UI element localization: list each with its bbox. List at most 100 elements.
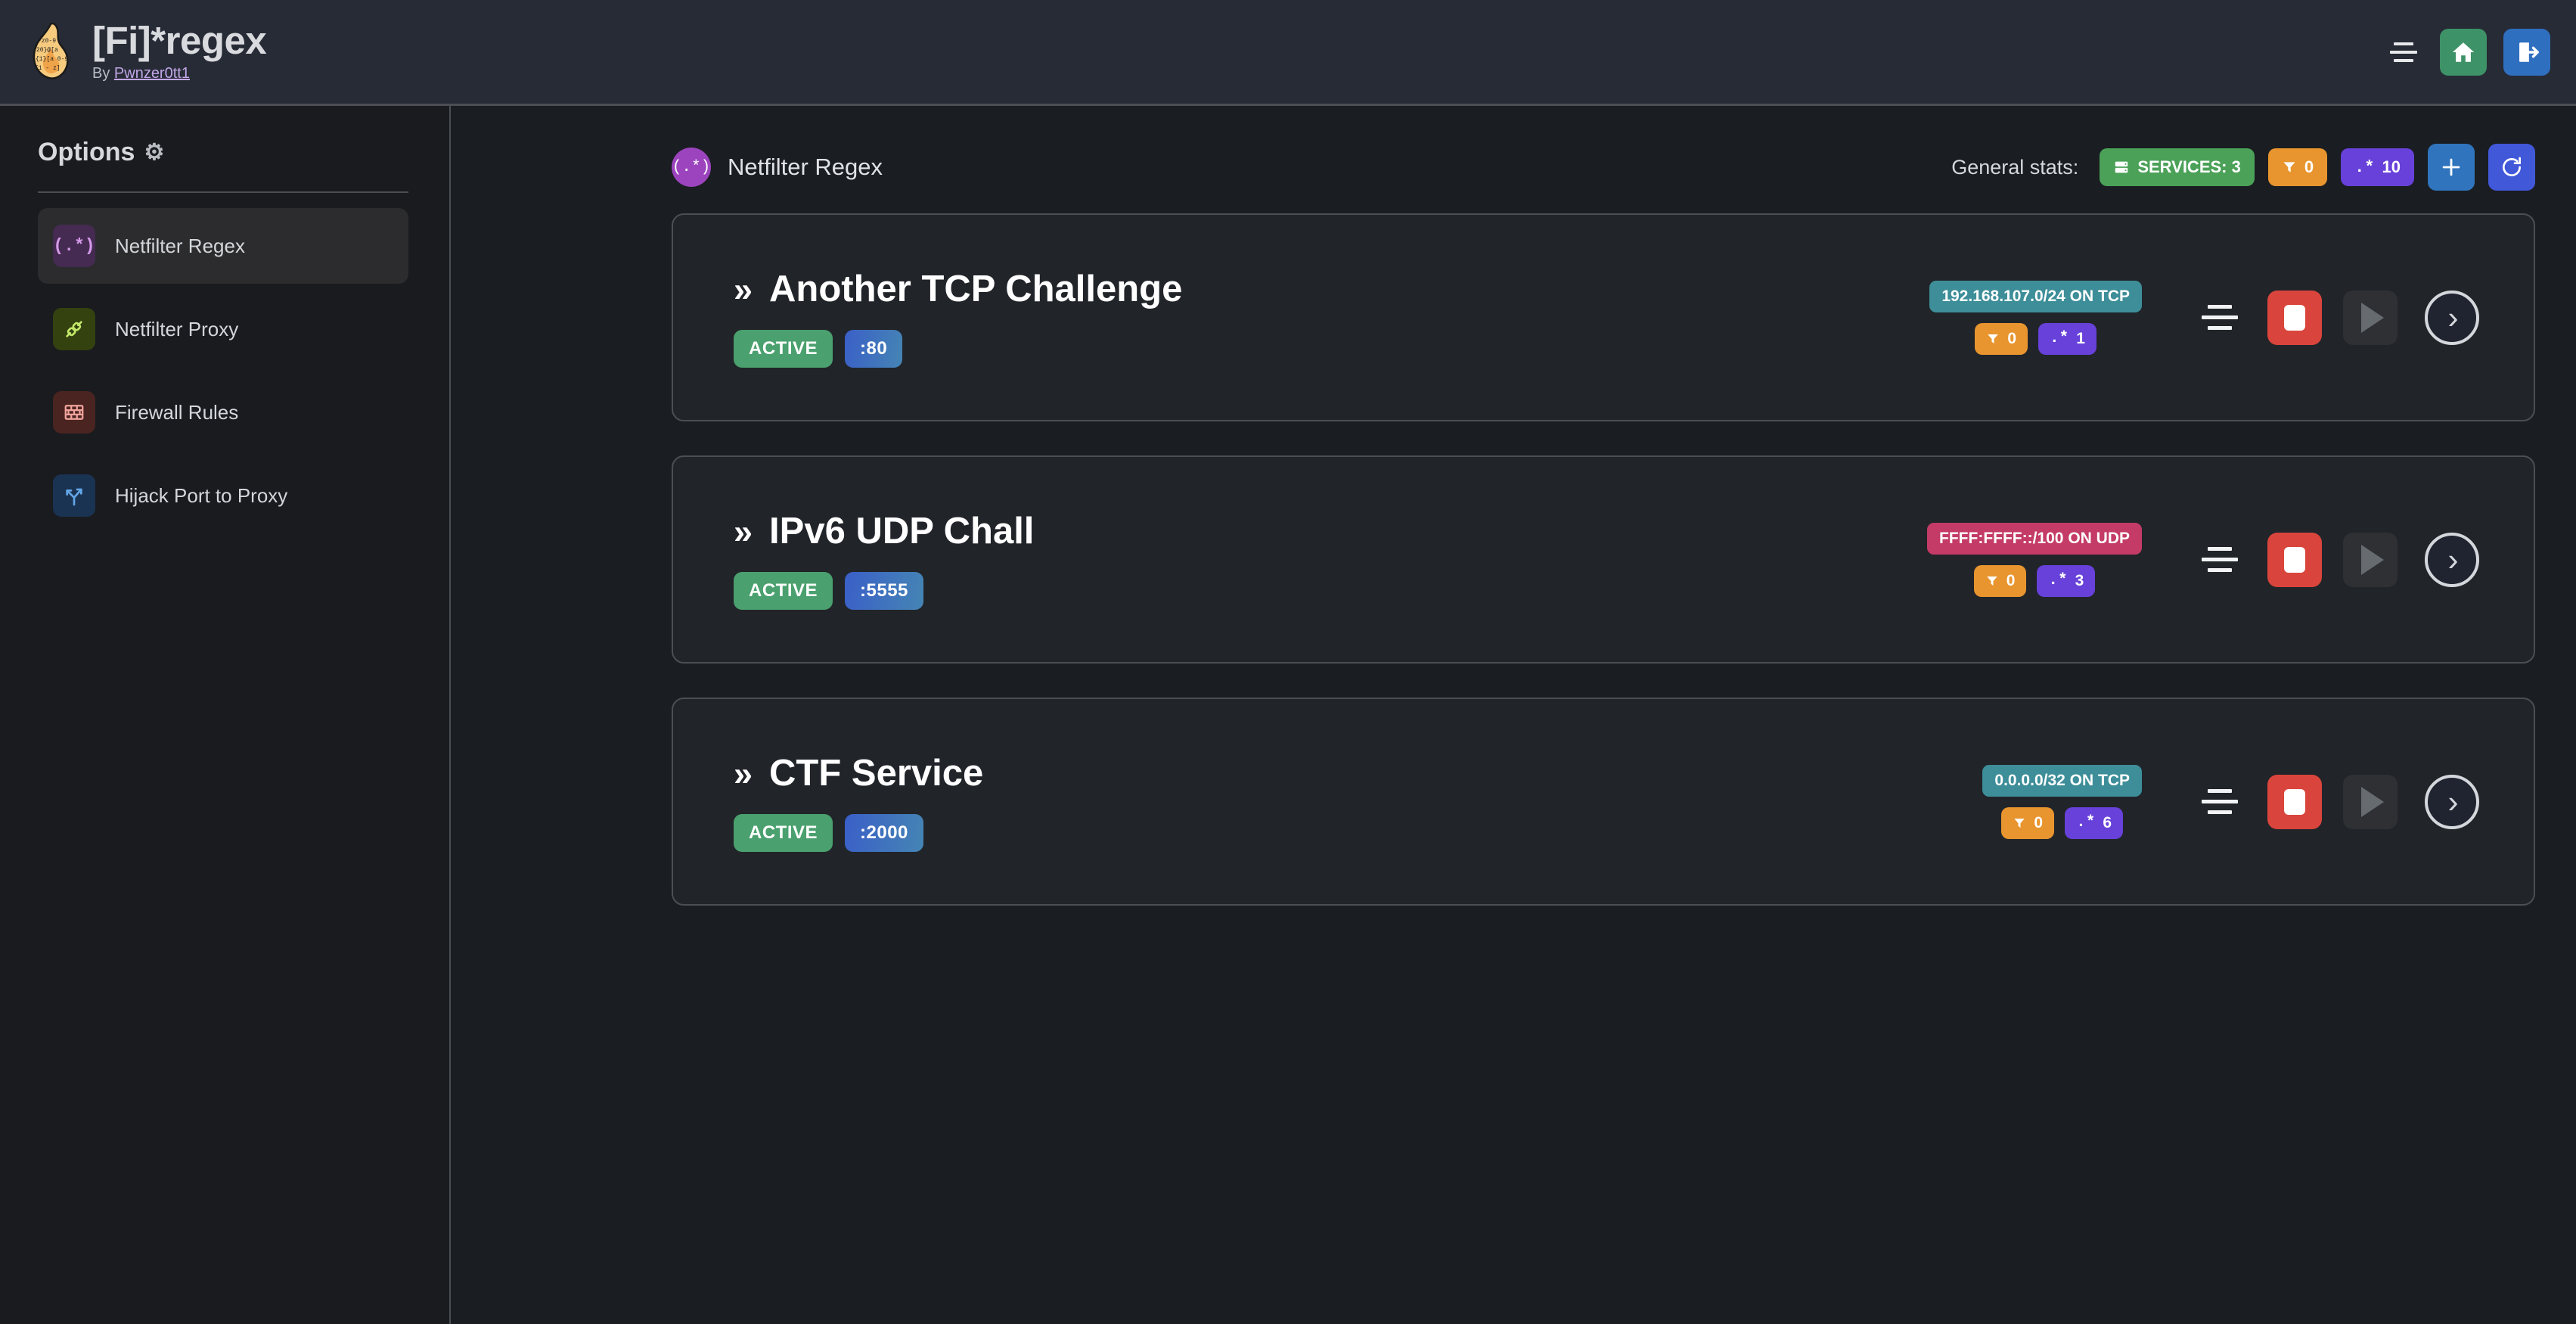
refresh-button[interactable]	[2488, 144, 2535, 191]
align-center-icon[interactable]	[2193, 547, 2246, 572]
sidebar-item-netfilter-regex[interactable]: (.*) Netfilter Regex	[38, 208, 408, 284]
service-badges: ACTIVE :80	[734, 329, 1182, 368]
service-network-stats: 0.0.0.0/32 ON TCP 0 .* 6	[1982, 764, 2142, 839]
align-line	[2208, 810, 2232, 814]
service-controls: 192.168.107.0/24 ON TCP 0 .* 1	[1929, 280, 2534, 355]
plug-icon	[53, 308, 95, 350]
brick-wall-icon	[53, 391, 95, 434]
status-badge: ACTIVE	[734, 571, 833, 610]
logout-button[interactable]	[2503, 28, 2550, 76]
service-info: » CTF Service ACTIVE :2000	[673, 752, 983, 852]
hamburger-icon[interactable]	[2384, 33, 2423, 72]
align-line	[2208, 789, 2232, 793]
service-detail-button[interactable]: ›	[2425, 532, 2479, 587]
stop-icon	[2284, 304, 2305, 331]
sidebar-item-netfilter-proxy[interactable]: Netfilter Proxy	[38, 291, 408, 367]
main-header: (.*) Netfilter Regex General stats: SERV…	[452, 106, 2576, 191]
sidebar-item-hijack-port-to-proxy[interactable]: Hijack Port to Proxy	[38, 458, 408, 533]
hamburger-line	[2394, 42, 2413, 45]
network-badge: 192.168.107.0/24 ON TCP	[1929, 280, 2142, 312]
sidebar-title-row: Options ⚙	[38, 138, 408, 167]
add-service-button[interactable]	[2428, 144, 2475, 191]
stop-button[interactable]	[2267, 774, 2322, 829]
page-title: Netfilter Regex	[728, 154, 883, 180]
port-badge: :2000	[845, 813, 923, 852]
sidebar-item-label: Netfilter Regex	[115, 234, 245, 257]
service-detail-button[interactable]: ›	[2425, 774, 2479, 829]
stop-button[interactable]	[2267, 290, 2322, 345]
sidebar-title: Options	[38, 138, 135, 166]
double-chevron-icon: »	[734, 754, 753, 793]
sidebar-item-label: Hijack Port to Proxy	[115, 483, 288, 507]
funnel-icon	[1985, 574, 1999, 588]
sidebar: Options ⚙ (.*) Netfilter Regex Netfilter…	[0, 106, 451, 1324]
status-badge: ACTIVE	[734, 329, 833, 368]
play-button[interactable]	[2343, 774, 2398, 829]
status-badge: ACTIVE	[734, 813, 833, 852]
sidebar-item-label: Netfilter Proxy	[115, 317, 239, 340]
play-icon	[2361, 302, 2384, 333]
home-button[interactable]	[2440, 28, 2487, 76]
chevron-right-icon: ›	[2447, 299, 2459, 335]
service-title: » IPv6 UDP Chall	[734, 510, 1034, 552]
service-regexes-count: 3	[2075, 571, 2084, 589]
sidebar-item-label: Firewall Rules	[115, 400, 239, 424]
align-center-icon[interactable]	[2193, 789, 2246, 814]
regex-small-icon: .*	[2076, 814, 2096, 831]
svg-text:{1 - z]: {1 - z]	[35, 65, 61, 72]
service-regexes-count: 1	[2076, 329, 2085, 347]
stop-button[interactable]	[2267, 532, 2322, 587]
stop-icon	[2284, 546, 2305, 573]
stat-regexes-badge: .* 10	[2341, 148, 2414, 186]
refresh-icon	[2500, 155, 2524, 179]
service-card[interactable]: » IPv6 UDP Chall ACTIVE :5555 FFFF:FFFF:…	[672, 455, 2535, 664]
regex-small-icon: .*	[2050, 330, 2069, 347]
chevron-right-icon: ›	[2447, 783, 2459, 819]
service-title: » CTF Service	[734, 752, 983, 794]
server-icon	[2113, 159, 2130, 176]
main-content: (.*) Netfilter Regex General stats: SERV…	[452, 106, 2576, 1324]
stat-filters-text: 0	[2304, 157, 2314, 176]
align-center-icon[interactable]	[2193, 305, 2246, 330]
align-line	[2208, 326, 2232, 330]
align-line	[2202, 558, 2238, 561]
funnel-icon	[2013, 816, 2026, 830]
stat-services-text: SERVICES: 3	[2137, 157, 2241, 176]
general-stats: General stats: SERVICES: 3	[1951, 144, 2535, 191]
stop-icon	[2284, 788, 2305, 815]
service-list: » Another TCP Challenge ACTIVE :80 192.1…	[452, 191, 2576, 906]
home-icon	[2450, 39, 2476, 65]
author-link[interactable]: Pwnzer0tt1	[113, 65, 190, 82]
regex-small-icon: .*	[2354, 157, 2375, 177]
port-badge: :80	[845, 329, 903, 368]
service-filters-badge: 0	[2001, 807, 2055, 839]
funnel-icon	[1986, 332, 2000, 346]
service-name: CTF Service	[769, 752, 984, 794]
logout-icon	[2514, 39, 2540, 65]
service-regexes-badge: .* 6	[2065, 807, 2123, 839]
service-filters-count: 0	[2034, 813, 2044, 831]
svg-text:{1}[a 0-9]: {1}[a 0-9]	[36, 56, 72, 63]
service-detail-button[interactable]: ›	[2425, 290, 2479, 345]
stat-filters-badge: 0	[2267, 148, 2328, 186]
general-stats-label: General stats:	[1951, 155, 2079, 179]
funnel-icon	[2282, 160, 2297, 175]
align-line	[2208, 305, 2232, 309]
sidebar-divider	[38, 191, 408, 193]
service-card[interactable]: » Another TCP Challenge ACTIVE :80 192.1…	[672, 213, 2535, 421]
service-title: » Another TCP Challenge	[734, 268, 1182, 310]
service-regexes-count: 6	[2103, 813, 2112, 831]
app-title: [Fi]*regex	[92, 19, 267, 62]
play-button[interactable]	[2343, 290, 2398, 345]
hamburger-line	[2394, 58, 2413, 62]
hamburger-line	[2390, 50, 2417, 54]
service-card[interactable]: » CTF Service ACTIVE :2000 0.0.0.0/32 ON…	[672, 698, 2535, 906]
service-filters-count: 0	[2007, 329, 2017, 347]
chevron-right-icon: ›	[2447, 541, 2459, 577]
stat-regexes-text: 10	[2382, 157, 2401, 176]
play-button[interactable]	[2343, 532, 2398, 587]
service-regexes-badge: .* 1	[2038, 322, 2096, 355]
fork-arrow-icon	[53, 474, 95, 517]
sidebar-item-firewall-rules[interactable]: Firewall Rules	[38, 375, 408, 450]
gear-icon: ⚙	[144, 140, 165, 165]
